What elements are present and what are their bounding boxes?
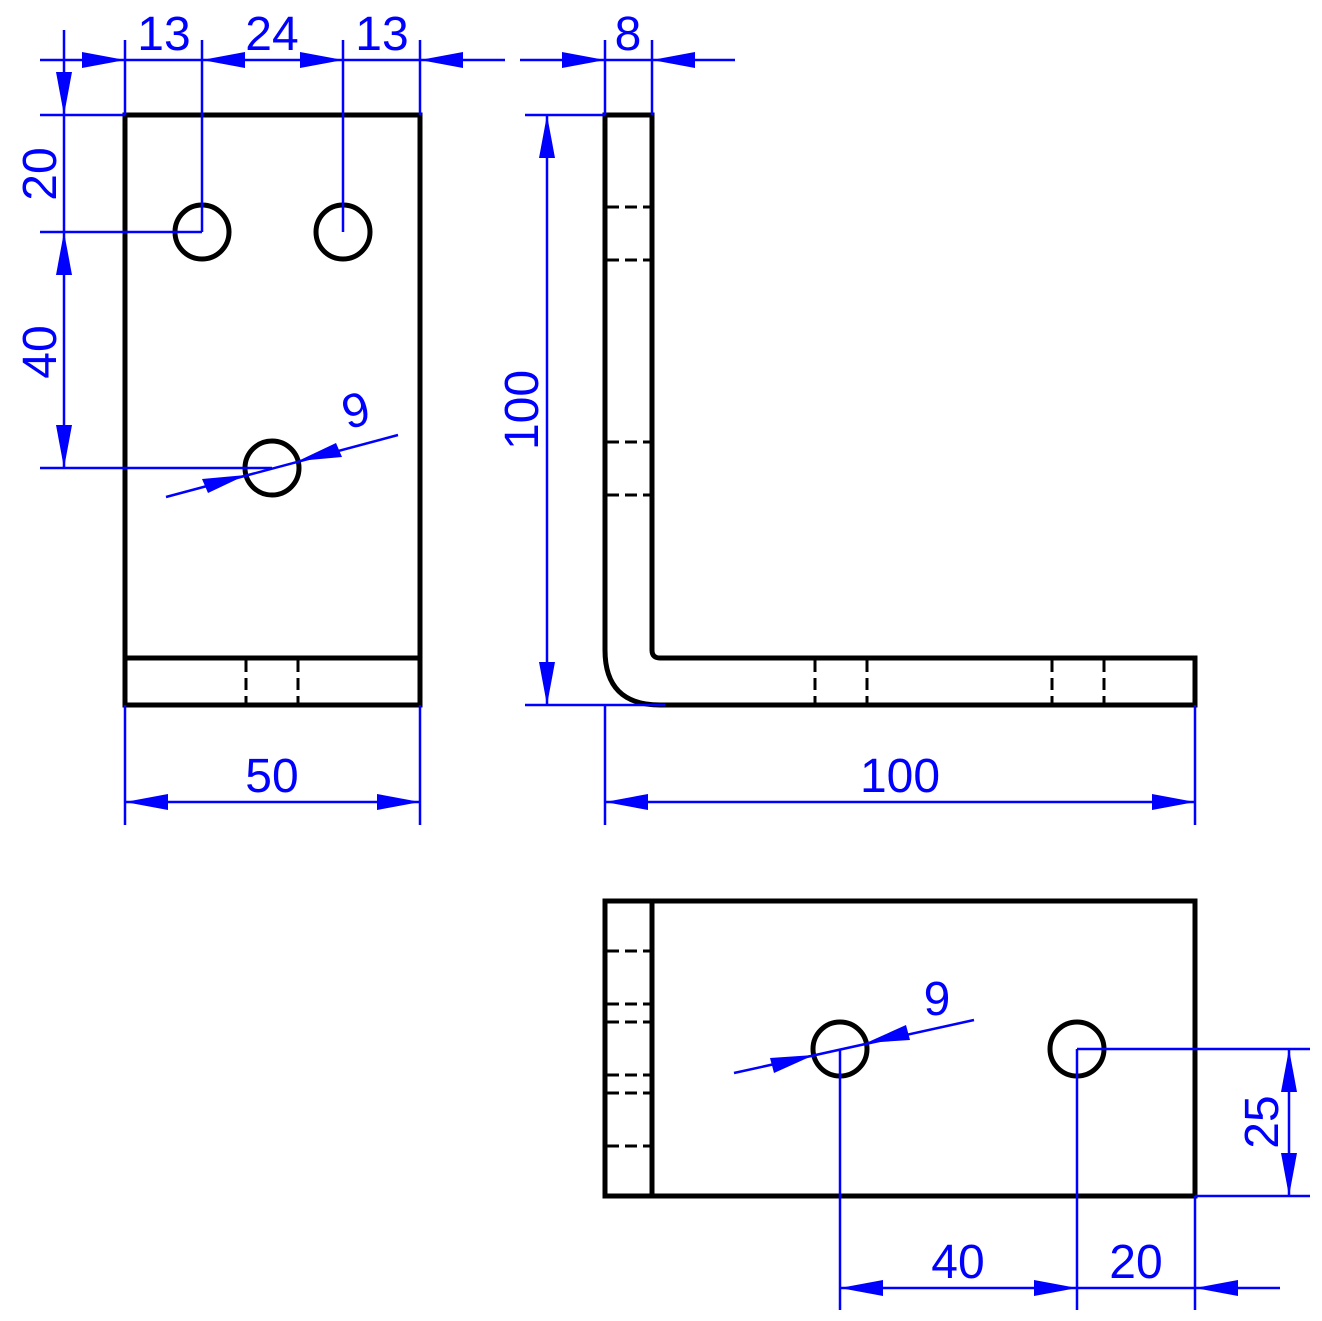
arrow [866, 1025, 910, 1043]
arrow [562, 52, 605, 68]
arrow [1152, 794, 1195, 810]
arrow [1195, 1280, 1238, 1296]
arrow [1281, 1153, 1297, 1196]
dim-label-100-vertical: 100 [496, 370, 549, 450]
arrow [377, 794, 420, 810]
arrow [298, 443, 342, 461]
diameter-leader-front [165, 433, 399, 499]
arrow [202, 52, 245, 68]
arrow [420, 52, 463, 68]
arrow [125, 794, 168, 810]
dim-label-40-vertical: 40 [14, 325, 67, 378]
dim-label-40-horizontal: 40 [931, 1236, 984, 1289]
arrow [82, 52, 125, 68]
arrow [56, 232, 72, 275]
dim-label-20-horizontal: 20 [1109, 1236, 1162, 1289]
dim-label-13-right: 13 [355, 8, 408, 61]
arrow [56, 72, 72, 115]
front-view [122, 112, 423, 708]
arrow [539, 115, 555, 158]
top-view-dimensions: 9 40 20 25 [733, 973, 1310, 1310]
side-view [602, 112, 1198, 708]
front-view-outline [122, 112, 423, 708]
angle-profile [602, 112, 1198, 708]
arrow [202, 475, 246, 493]
dim-label-50: 50 [245, 750, 298, 803]
arrow [770, 1055, 814, 1073]
dim-label-100-horizontal: 100 [860, 750, 940, 803]
dim-label-13-left: 13 [137, 8, 190, 61]
dim-label-8: 8 [615, 8, 642, 61]
arrow [652, 52, 695, 68]
front-view-dimensions: 13 24 13 20 40 9 50 [14, 8, 505, 825]
dim-label-diameter-top: 9 [924, 973, 951, 1026]
arrow [1034, 1280, 1077, 1296]
arrow [605, 794, 648, 810]
dim-label-25: 25 [1236, 1095, 1289, 1148]
arrow [300, 52, 343, 68]
arrow [840, 1280, 883, 1296]
dim-label-24: 24 [245, 8, 298, 61]
arrow [1281, 1049, 1297, 1092]
dim-label-20: 20 [14, 147, 67, 200]
arrow [56, 425, 72, 468]
dim-label-diameter-front: 9 [336, 382, 376, 440]
arrow [539, 662, 555, 705]
side-view-dimensions: 8 100 100 [496, 8, 1197, 825]
